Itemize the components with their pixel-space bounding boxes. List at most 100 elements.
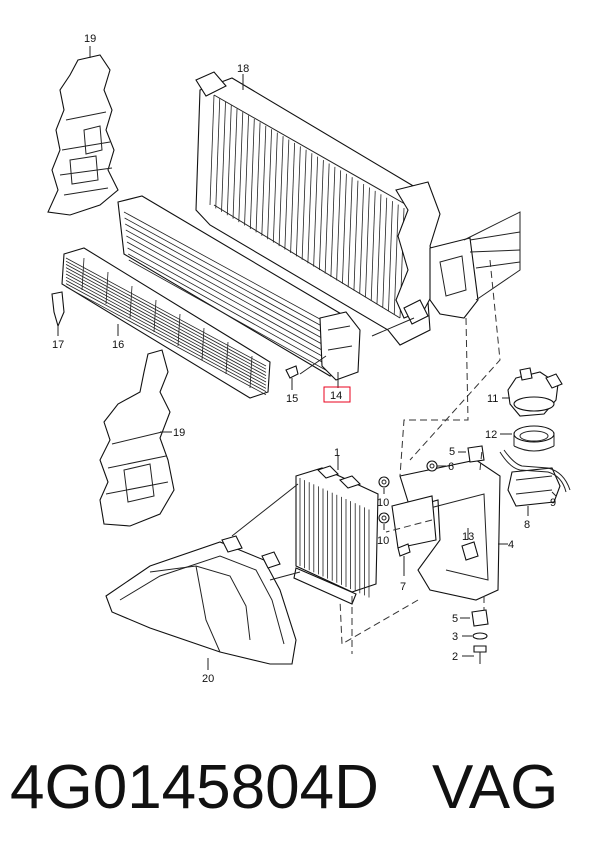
fin-line [215,98,221,209]
fin-line [284,139,290,250]
cooler-fins [123,211,341,379]
callout-13: 13 [462,531,474,543]
grille-slats [65,257,267,396]
fin-line [249,118,255,229]
fin-line [105,271,109,305]
auxiliary-radiator-fins [299,478,370,598]
fin-line [295,146,301,257]
callout-12: 12 [485,429,497,441]
callout-14-highlight-box [323,386,351,403]
callout-18: 18 [237,63,249,75]
fin-line [125,229,341,349]
fin-line [65,270,267,380]
callout-11: 11 [487,393,498,405]
fin-line [225,341,229,375]
fin-line [65,276,267,386]
callout-17: 17 [52,339,64,351]
fin-line [318,160,324,271]
brand-name: VAG [432,753,559,822]
air-guide-grille [61,247,271,399]
fin-line [249,355,253,389]
callout-20: 20 [202,673,214,685]
nut-13 [461,528,479,561]
fin-line [238,112,244,223]
callout-6: 6 [448,461,454,473]
fin-line [278,136,284,247]
callout-15: 15 [286,393,298,405]
fin-line [65,264,267,373]
callout-19-lower: 19 [173,427,185,439]
bolt-2 [462,645,487,664]
fin-line [128,253,341,373]
screw-15 [285,365,299,390]
grommet-5-upper [458,445,485,463]
fin-line [353,180,359,291]
fin-line [342,173,347,284]
fin-line [127,247,341,367]
bolt-7 [397,543,411,576]
callout-7: 7 [400,581,406,593]
fin-line [209,94,215,206]
callout-10-lower: 10 [377,535,389,547]
support-bracket-4 [391,459,508,601]
coolant-pump-11 [502,367,563,417]
fin-line [324,163,330,274]
fin-line [128,259,341,379]
fin-line [65,286,267,396]
hose-line-9 [499,449,571,497]
mounting-ring-12 [500,425,555,452]
lower-air-duct [105,535,297,670]
assembly-leader-lines [231,317,415,581]
fin-line [129,285,133,319]
callout-1: 1 [334,447,340,459]
fin-line [393,204,399,315]
fin-line [177,313,181,347]
fin-line [365,187,370,298]
fin-line [382,197,388,308]
fin-line [244,115,249,226]
auxiliary-radiator [293,456,379,605]
callout-19-top: 19 [84,33,96,45]
fin-line [201,327,205,361]
nut-6 [426,460,446,472]
fin-line [65,280,267,389]
main-radiator [195,71,441,346]
fin-line [126,241,341,361]
air-guide-upper-left [47,46,119,216]
washer-3 [462,632,488,640]
clamp-bracket-8 [507,467,561,516]
air-guide-lower-left [99,349,175,527]
fin-line [388,201,393,312]
fin-line [65,267,267,376]
nut-10-upper [378,476,390,494]
callout-5-upper: 5 [449,446,455,458]
fin-line [301,149,307,260]
part-number: 4G0145804D [10,753,379,822]
fin-line [226,105,232,216]
fin-line [153,299,157,333]
charge-air-cooler [117,195,361,388]
fin-line [65,260,267,370]
callout-14: 14 [330,390,342,402]
fin-line [255,122,261,233]
fin-line [330,166,336,277]
mounting-bracket-upper-right [429,211,521,319]
callout-16: 16 [112,339,124,351]
callout-8: 8 [524,519,530,531]
fin-line [267,129,272,240]
callout-10-upper: 10 [377,497,389,509]
callout-3: 3 [452,631,458,643]
callout-9: 9 [550,497,556,509]
fin-line [359,184,365,295]
footer-bar: 4G0145804D VAG [0,740,600,840]
fin-line [376,194,382,305]
fin-line [307,153,313,264]
callout-2: 2 [452,651,458,663]
fin-line [126,235,341,355]
fin-line [232,108,238,219]
fin-line [65,273,267,383]
fin-line [123,211,341,331]
fin-line [81,257,85,291]
clip-17 [51,291,65,336]
fin-line [370,190,376,301]
